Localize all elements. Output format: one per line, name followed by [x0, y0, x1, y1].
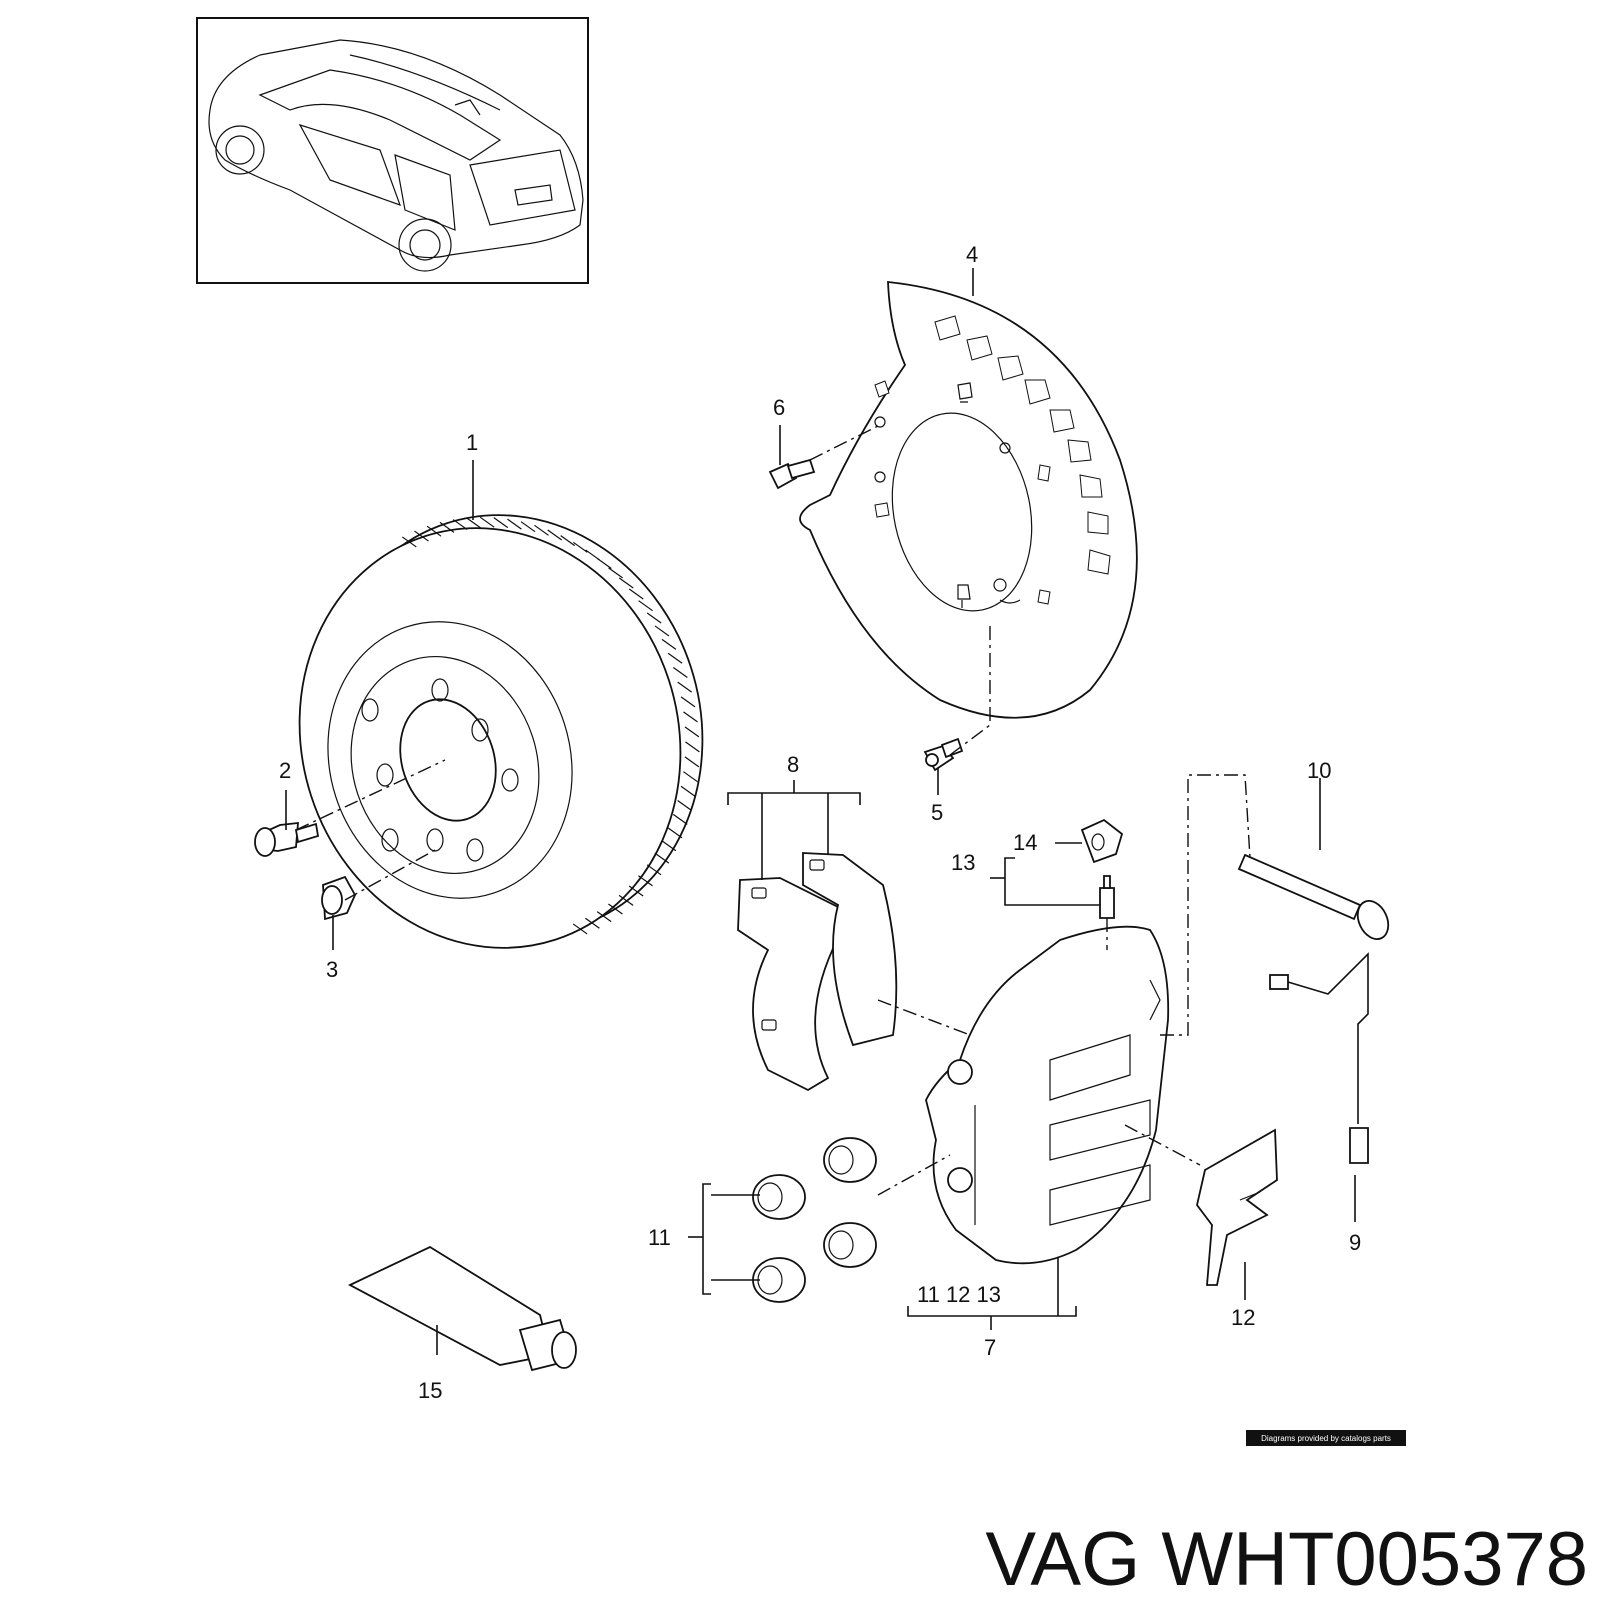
part-brake-disc [298, 514, 704, 949]
callout-5: 5 [931, 800, 943, 825]
part-screw-2 [254, 821, 320, 857]
disc-vent-slat [646, 612, 662, 624]
vehicle-inset [196, 17, 589, 284]
callout-7: 7 [984, 1335, 996, 1360]
disc-vent-slat [628, 885, 644, 897]
callout-1: 1 [466, 430, 478, 455]
callout-13: 13 [951, 850, 975, 875]
part-brake-pads [737, 852, 898, 1092]
disc-vent-slat [684, 756, 700, 768]
disc-vent-slat [585, 549, 600, 561]
disc-vent-slat [547, 529, 563, 541]
disc-vent-slat [608, 903, 623, 915]
disc-vent-slat [638, 600, 653, 612]
disc-vent-slat [646, 864, 662, 876]
disc-vent-slat [667, 827, 683, 839]
disc-vent-slat [683, 711, 698, 723]
disc-vent-slat [661, 840, 677, 852]
disc-vent-slat [684, 726, 700, 738]
disc-vent-slat [507, 518, 522, 530]
callout-2: 2 [279, 758, 291, 783]
callout-7-sublist: 11 12 13 [917, 1282, 1001, 1307]
part-dust-shield [799, 280, 1138, 719]
disc-vent-slat [654, 625, 670, 637]
disc-vent-slat [667, 652, 683, 664]
disc-vent-slat [560, 535, 576, 547]
disc-vent-slat [683, 771, 698, 783]
disc-vent-slat [680, 785, 696, 797]
disc-vent-slat [661, 638, 677, 650]
disc-vent-slat [638, 875, 653, 887]
disc-vent-slat [414, 530, 429, 542]
leader-lines [285, 268, 1356, 1355]
disc-vent-slat [452, 519, 468, 531]
part-screw-3 [321, 875, 357, 921]
disc-vent-slat [572, 541, 588, 553]
callout-14: 14 [1013, 830, 1037, 855]
disc-vent-slat [677, 800, 692, 812]
part-screw-5 [923, 737, 964, 772]
disc-vent-slat [426, 525, 442, 537]
disc-vent-slat [596, 557, 612, 569]
callout-15: 15 [418, 1378, 442, 1403]
credit-badge: Diagrams provided by catalogs parts [1246, 1430, 1406, 1446]
part-caliper-bolt [1237, 853, 1390, 940]
part-seal-kit [752, 1137, 877, 1303]
disc-vent-slat [479, 516, 495, 528]
part-screw-6 [768, 458, 816, 490]
disc-vent-slat [672, 667, 688, 679]
disc-vent-slat [654, 852, 670, 864]
credit-text: Diagrams provided by catalogs parts [1261, 1434, 1391, 1443]
part-bleed-valve [1099, 875, 1115, 919]
disc-vent-slat [628, 588, 644, 600]
vehicle-thumbnail-icon [208, 39, 584, 272]
disc-vent-slat [608, 567, 623, 579]
callout-8: 8 [787, 752, 799, 777]
callout-12: 12 [1231, 1305, 1255, 1330]
disc-vent-slat [685, 741, 700, 753]
callout-9: 9 [1349, 1230, 1361, 1255]
disc-vent-slat [618, 894, 634, 906]
disc-vent-slat [585, 917, 600, 929]
part-brake-caliper [925, 925, 1170, 1265]
callout-10: 10 [1307, 758, 1331, 783]
callout-11: 11 [648, 1225, 671, 1250]
part-grease-tube [348, 1245, 577, 1372]
part-number-caption: VAG WHT005378 [985, 1517, 1588, 1600]
disc-vent-slat [596, 911, 612, 923]
callout-labels: 1 2 3 4 5 6 7 8 9 10 11 12 13 14 15 11 1… [279, 242, 1361, 1403]
part-bleed-cap [1080, 818, 1124, 864]
disc-vent-slat [520, 521, 536, 533]
disc-vent-slat [680, 696, 696, 708]
disc-vent-slat [493, 517, 509, 529]
disc-vent-slat [534, 524, 549, 536]
disc-vent-slat [466, 517, 481, 529]
callout-3: 3 [326, 957, 338, 982]
disc-vent-slat [672, 813, 688, 825]
disc-vent-slat [439, 521, 455, 533]
disc-vent-slat [401, 536, 417, 548]
part-wear-sensor [1269, 952, 1369, 1164]
callout-6: 6 [773, 395, 785, 420]
disc-vent-slat [677, 681, 693, 693]
disc-vent-slat [618, 577, 634, 589]
part-spring-clip [1196, 1128, 1278, 1286]
callout-4: 4 [966, 242, 978, 267]
disc-vent-slat [572, 923, 588, 935]
